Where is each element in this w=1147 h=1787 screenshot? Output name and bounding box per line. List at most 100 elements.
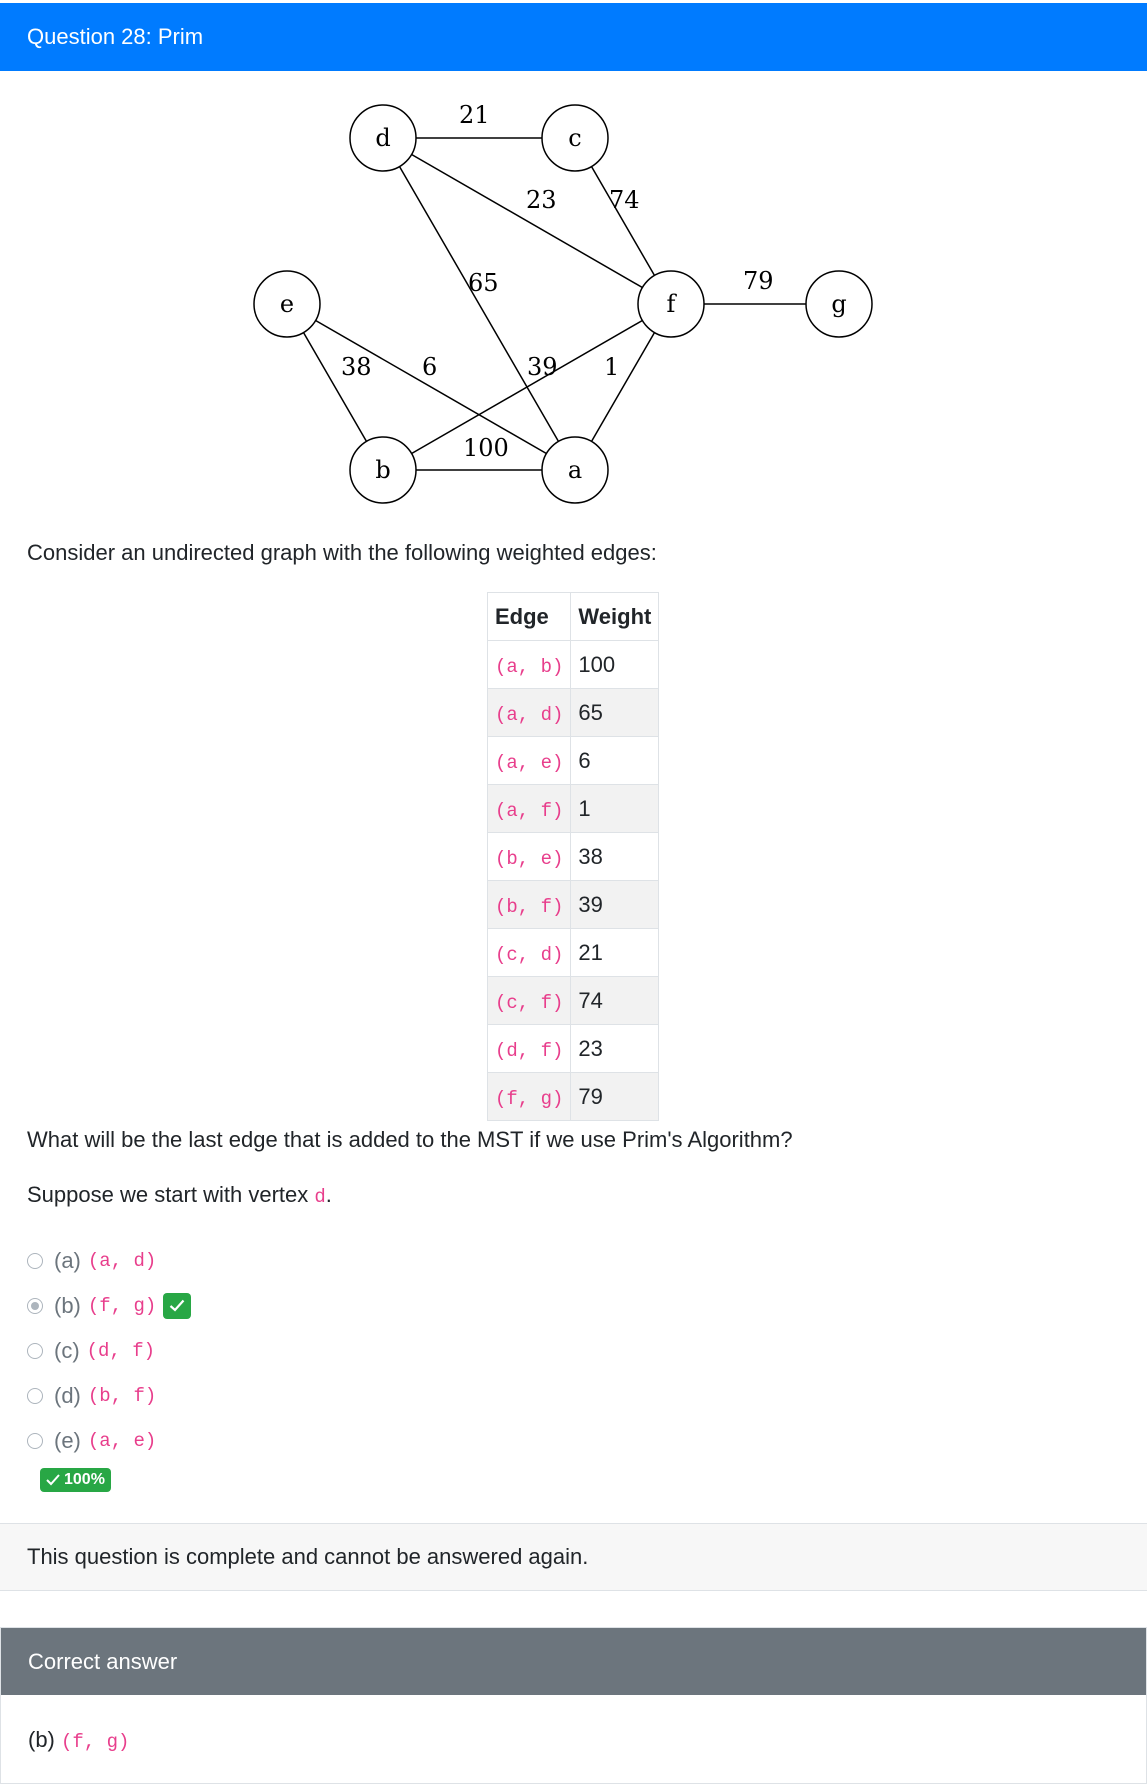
option-c[interactable]: (c) (d, f) <box>27 1328 191 1373</box>
start-prefix: Suppose we start with vertex <box>27 1182 315 1207</box>
node-a <box>540 436 609 504</box>
completion-footer: This question is complete and cannot be … <box>0 1523 1147 1591</box>
edge-cell: (f, g) <box>486 1072 572 1121</box>
option-letter: (d) <box>54 1382 81 1408</box>
option-value: (f, g) <box>87 1294 157 1317</box>
node-f <box>636 270 705 338</box>
option-value: (a, e) <box>87 1429 157 1452</box>
edge-b-f <box>382 303 671 471</box>
column-header-weight: Weight <box>570 592 660 641</box>
node-label: f <box>666 290 677 318</box>
table-row: (a, b) 100 <box>486 640 660 689</box>
radio-button[interactable] <box>27 1432 43 1449</box>
table-row: (f, g)79 <box>486 1072 660 1121</box>
edge-d-a <box>381 137 576 471</box>
edge-weight-label: 79 <box>743 267 774 295</box>
table-row: (b, e) 38 <box>486 832 660 881</box>
edge-code: (a, e) <box>495 751 564 774</box>
edge-table: Edge Weight (a, b)100(a, d)65(a, e)6(a, … <box>486 592 660 1121</box>
node-g <box>804 270 873 338</box>
edge-code: (b, e) <box>495 847 564 870</box>
node-label: d <box>375 124 390 152</box>
start-suffix: . <box>325 1182 332 1207</box>
edge-weight-label: 65 <box>468 269 499 297</box>
table-row: (a, e) 6 <box>486 736 660 785</box>
score-label: 100% <box>64 1471 105 1488</box>
weight-cell: 38 <box>570 832 660 881</box>
radio-button[interactable] <box>27 1252 43 1269</box>
weight-cell: 65 <box>570 688 660 737</box>
table-row: (b, f)39 <box>486 880 660 929</box>
edge-e-a <box>286 303 575 471</box>
edge-cell: (c, d) <box>486 928 572 977</box>
edge-weight-label: 38 <box>341 353 372 381</box>
edge-weight-label: 39 <box>527 353 558 381</box>
edge-cell: (a, f) <box>486 784 572 833</box>
table-row: (a, d) 65 <box>486 688 660 737</box>
intro-text: Consider an undirected graph with the fo… <box>27 540 657 565</box>
weight-cell: 39 <box>570 880 660 929</box>
edge-weight-label: 1 <box>604 353 619 381</box>
edge-code: (d, f) <box>495 1039 564 1062</box>
node-label: a <box>567 456 581 484</box>
correct-answer-title: Correct answer <box>1 1628 1146 1695</box>
node-c <box>540 104 609 172</box>
score-badge: 100% <box>40 1468 111 1492</box>
option-e[interactable]: (e) (a, e) <box>27 1418 191 1463</box>
option-letter: (a) <box>54 1247 81 1273</box>
edge-cell: (a, e) <box>486 736 572 785</box>
radio-button[interactable] <box>27 1342 43 1359</box>
weight-cell: 100 <box>570 640 660 689</box>
edge-cell: (a, d) <box>486 688 572 737</box>
edge-code: (a, b) <box>495 655 564 678</box>
option-value: (a, d) <box>87 1249 157 1272</box>
start-vertex: d <box>314 1186 326 1208</box>
edge-cell: (b, e) <box>486 832 572 881</box>
option-letter: (c) <box>54 1337 80 1363</box>
weight-cell: 21 <box>570 928 660 977</box>
edge-weight-label: 74 <box>609 186 640 214</box>
option-value: (b, f) <box>87 1384 157 1407</box>
edge-weight-label: 100 <box>463 434 509 462</box>
correct-answer-card: Correct answer (b) (f, g) <box>0 1627 1147 1784</box>
edge-code: (a, d) <box>495 703 564 726</box>
edge-code: (c, f) <box>495 991 564 1014</box>
edge-weight-label: 21 <box>459 101 490 129</box>
weight-cell: 6 <box>570 736 660 785</box>
option-b[interactable]: (b)(f, g) <box>27 1283 192 1328</box>
weight-cell: 79 <box>570 1072 660 1121</box>
option-a[interactable]: (a) (a, d) <box>27 1238 191 1283</box>
table-row: (d, f) 23 <box>486 1024 660 1073</box>
weight-cell: 23 <box>570 1024 660 1073</box>
edge-cell: (a, b) <box>486 640 572 689</box>
correct-answer-letter: (b) <box>28 1727 55 1752</box>
edge-weight-label: 23 <box>526 186 557 214</box>
check-icon <box>46 1474 60 1486</box>
radio-button[interactable] <box>27 1387 43 1404</box>
node-d <box>348 104 417 172</box>
option-letter: (e) <box>54 1427 81 1453</box>
edge-cell: (b, f) <box>486 880 572 929</box>
node-b <box>348 436 417 504</box>
edge-cell: (c, f) <box>486 976 572 1025</box>
column-header-edge: Edge <box>486 592 572 641</box>
correct-answer-value: (f, g) <box>61 1731 130 1753</box>
answer-options: (a)(a, d)(b)(f, g)(c)(d, f)(d)(b, f)(e)(… <box>27 1238 192 1463</box>
node-label: e <box>279 290 293 318</box>
edge-code: (c, d) <box>495 943 564 966</box>
edge-cell: (d, f) <box>486 1024 572 1073</box>
weight-cell: 1 <box>570 784 660 833</box>
node-e <box>252 270 321 338</box>
edge-weight-label: 6 <box>422 353 437 381</box>
node-label: c <box>568 124 581 152</box>
edge-code: (a, f) <box>495 799 564 822</box>
option-value: (d, f) <box>86 1339 156 1362</box>
radio-button[interactable] <box>27 1297 43 1314</box>
correct-check-icon <box>163 1292 192 1319</box>
table-row: (c, d) 21 <box>486 928 660 977</box>
option-d[interactable]: (d) (b, f) <box>27 1373 191 1418</box>
question-text: What will be the last edge that is added… <box>27 1127 793 1152</box>
correct-answer-body: (b) (f, g) <box>1 1725 1146 1757</box>
